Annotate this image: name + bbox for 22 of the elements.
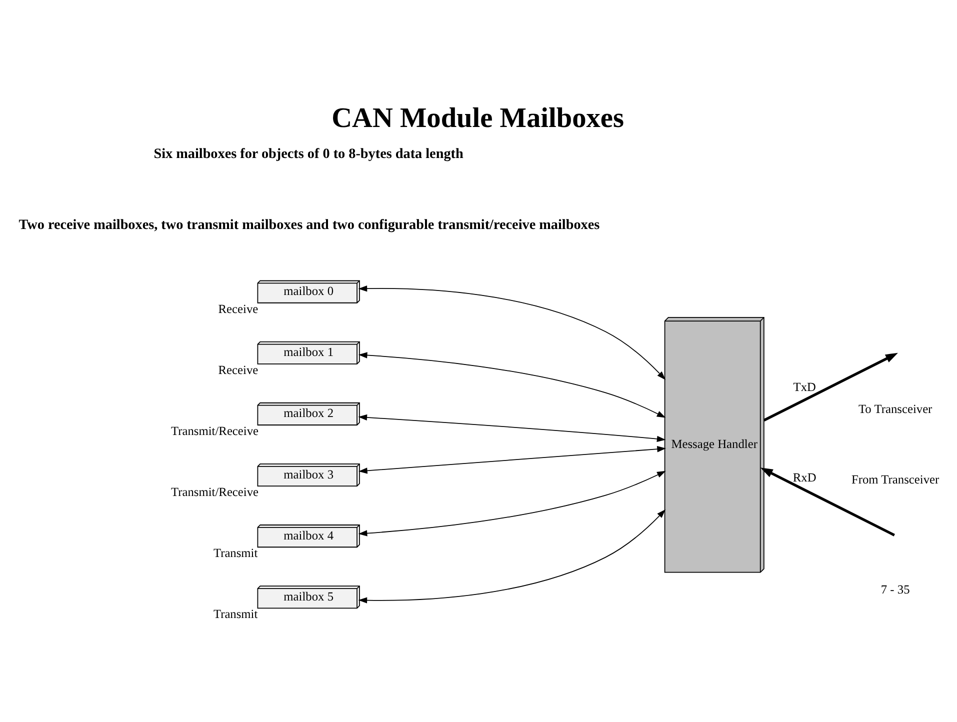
node-label: Transmit/Receive [171,423,259,438]
arrow [760,467,895,536]
arrow [358,414,666,442]
arrow [358,352,666,418]
arrow [358,508,666,603]
label: To Transceiver [858,401,932,416]
label: From Transceiver [851,472,940,486]
node-label: Transmit [213,546,258,560]
node-label: Transmit/Receive [171,484,259,498]
arrow [358,284,666,380]
node-label: Transmit [213,606,258,621]
arrow [358,446,666,474]
label: 7 - 35 [880,582,910,596]
label: Two receive mailboxes, two transmit mailboxes and two configurable transmit/receive mailboxes [18,216,600,232]
node-label: Receive [218,362,258,376]
arrow [358,470,666,536]
node-label: Receive [218,301,258,316]
edge-label: RxD [792,470,816,484]
arrow [763,352,898,422]
edge-label: TxD [793,380,816,394]
diagram-title: CAN Module Mailboxes [332,102,624,134]
label: Six mailboxes for objects of 0 to 8-bytes data length [154,146,464,162]
